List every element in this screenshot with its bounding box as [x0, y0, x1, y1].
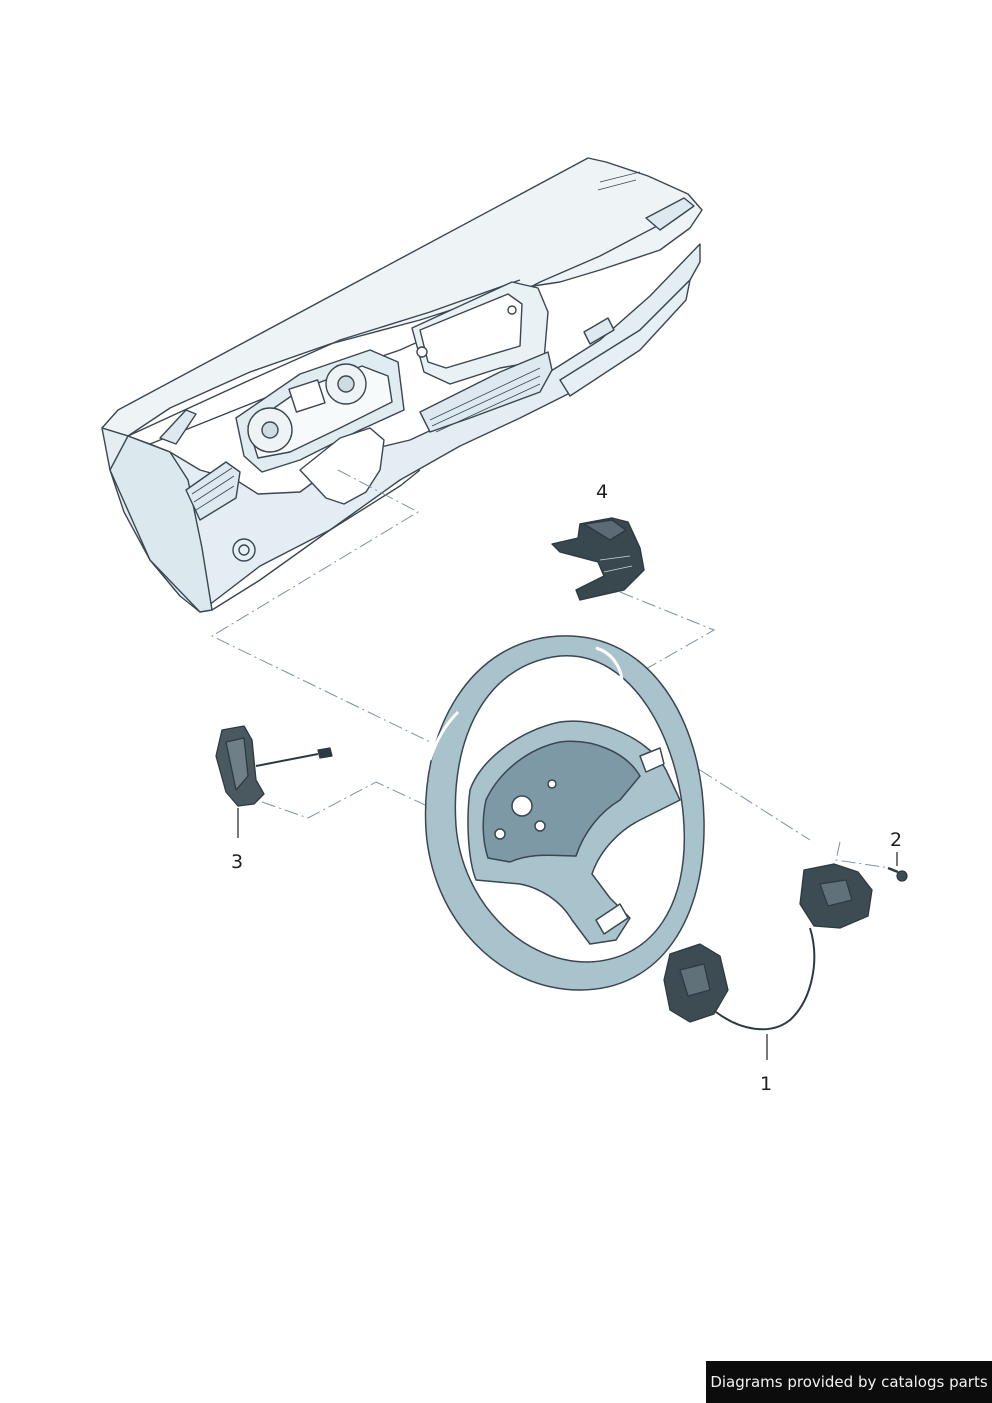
paddle-switch-drawing — [215, 725, 333, 807]
callout-4: 4 — [596, 481, 609, 503]
dashboard-drawing — [101, 157, 703, 613]
multifunction-switch-drawing — [663, 863, 873, 1031]
steering-wheel-drawing — [424, 635, 705, 991]
footer-credit-text: Diagrams provided by catalogs parts — [710, 1373, 988, 1391]
callout-1: 1 — [760, 1073, 773, 1095]
footer-credit-badge: Diagrams provided by catalogs parts — [706, 1361, 992, 1403]
callout-2: 2 — [890, 829, 903, 851]
callout-3: 3 — [231, 851, 244, 873]
screw-drawing — [887, 866, 908, 882]
callout-leader-lines — [237, 808, 898, 1060]
trim-cover-drawing — [551, 517, 645, 601]
